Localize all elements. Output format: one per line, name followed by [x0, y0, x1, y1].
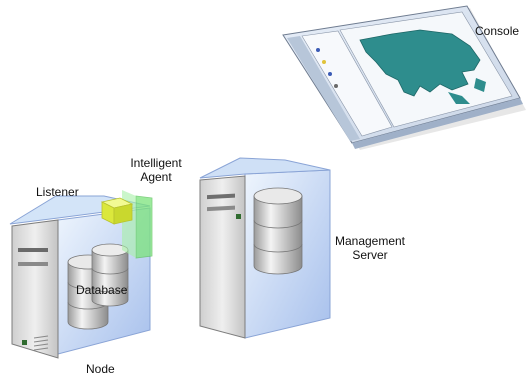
listener-block [100, 197, 134, 225]
intelligent-agent-label-line2: Agent [140, 170, 172, 184]
node-label: Node [86, 362, 115, 376]
management-server-label: Management Server [330, 234, 410, 262]
vent-grille-icon [33, 335, 49, 351]
console-window [282, 5, 526, 150]
listener-label: Listener [36, 185, 79, 199]
node-server [9, 195, 151, 359]
intelligent-agent-label: Intelligent Agent [126, 156, 186, 184]
database-label: Database [76, 283, 128, 297]
management-server-label-line2: Server [352, 248, 388, 262]
intelligent-agent-block [122, 190, 153, 259]
console-tree-panel [301, 30, 393, 137]
management-server [199, 157, 331, 339]
management-server-label-line1: Management [334, 234, 406, 248]
power-led-icon [236, 214, 241, 219]
island-shape [448, 92, 470, 104]
asia-map-icon [359, 29, 481, 97]
database-disk-icon [91, 243, 129, 307]
database-disk-icon [253, 187, 303, 275]
power-led-icon [22, 340, 27, 345]
island-shape [474, 78, 486, 92]
console-toolbar [287, 36, 360, 141]
intelligent-agent-label-line1: Intelligent [130, 156, 182, 170]
console-label: Console [475, 24, 520, 38]
